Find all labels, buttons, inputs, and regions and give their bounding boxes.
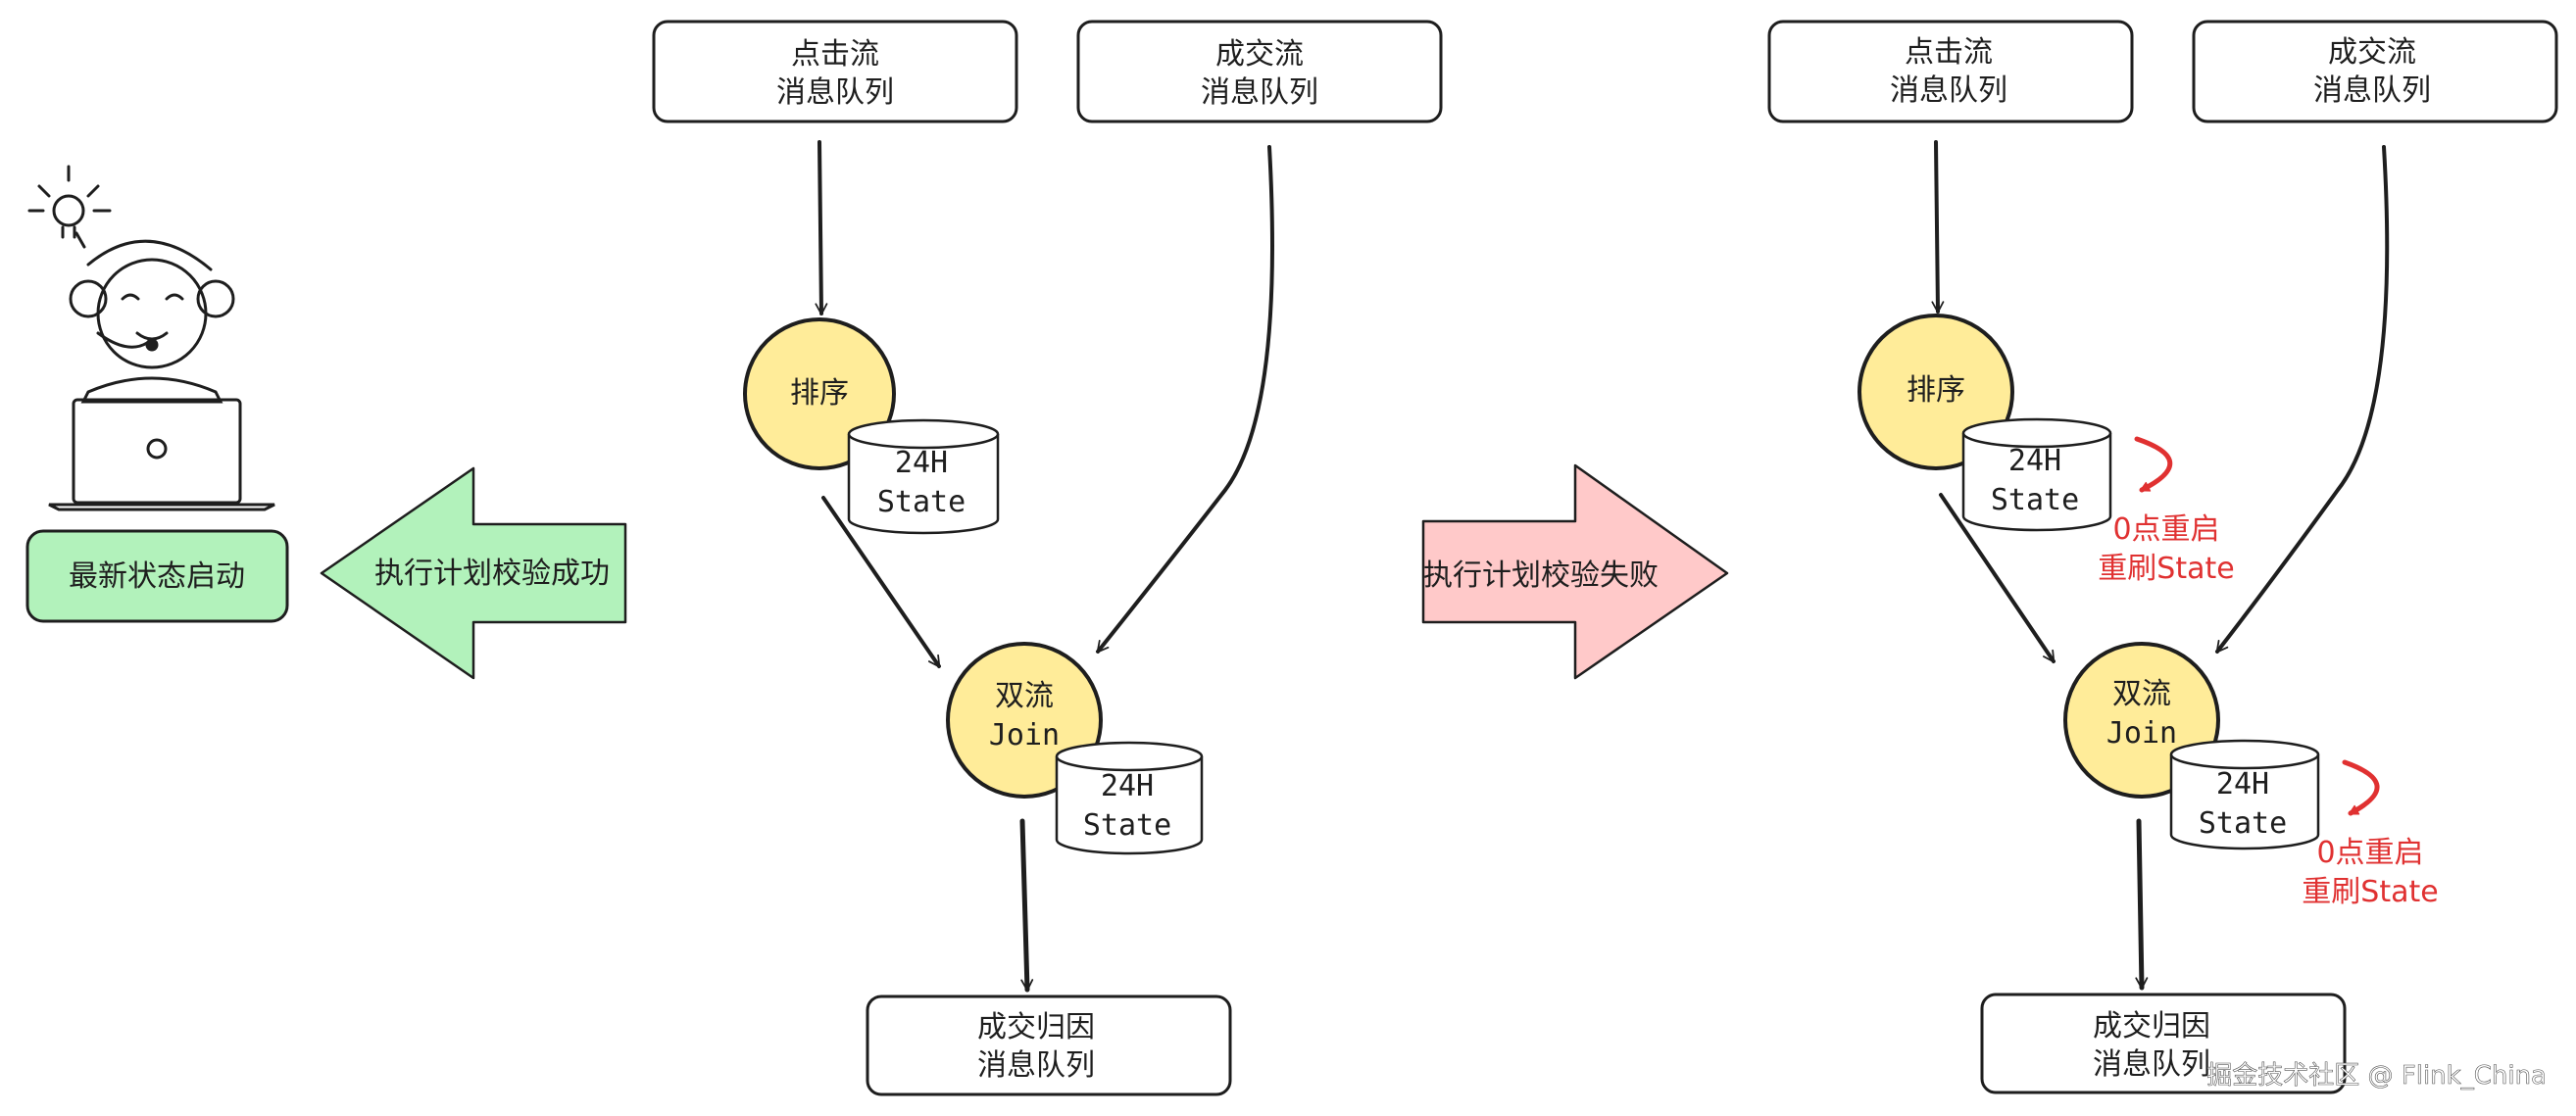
watermark: 掘金技术社区 @ Flink_China bbox=[2206, 1061, 2547, 1091]
svg-text:State: State bbox=[877, 485, 966, 519]
svg-text:消息队列: 消息队列 bbox=[776, 75, 894, 110]
redo-arrow-icon bbox=[2134, 436, 2173, 493]
join-state-store-right: 24H State bbox=[2169, 739, 2320, 850]
svg-text:24H: 24H bbox=[2008, 444, 2061, 478]
svg-text:24H: 24H bbox=[895, 446, 948, 480]
pipeline-right: 点击流 消息队列 成交流 消息队列 排序 24H State 0点重启 重刷St… bbox=[1767, 20, 2558, 1094]
svg-text:排序: 排序 bbox=[1907, 373, 1965, 408]
svg-text:24H: 24H bbox=[2216, 767, 2269, 801]
svg-text:双流: 双流 bbox=[995, 679, 1054, 713]
svg-text:成交流: 成交流 bbox=[1215, 37, 1304, 72]
svg-text:点击流: 点击流 bbox=[791, 37, 879, 72]
success-arrow-label: 执行计划校验成功 bbox=[374, 557, 610, 591]
svg-text:消息队列: 消息队列 bbox=[2093, 1047, 2210, 1082]
sort-state-store: 24H State bbox=[847, 418, 1000, 535]
svg-text:0点重启: 0点重启 bbox=[2316, 836, 2423, 870]
svg-text:State: State bbox=[2199, 806, 2287, 841]
click-stream-box: 点击流 消息队列 bbox=[652, 20, 1018, 123]
headset-icon bbox=[69, 239, 235, 318]
redo-arrow-icon bbox=[2342, 759, 2380, 816]
svg-text:消息队列: 消息队列 bbox=[1890, 73, 2007, 108]
deal-stream-box-right: 成交流 消息队列 bbox=[2192, 20, 2558, 123]
arrow-sort-to-join bbox=[821, 496, 941, 668]
svg-text:重刷State: 重刷State bbox=[2302, 875, 2438, 909]
svg-text:消息队列: 消息队列 bbox=[1201, 75, 1318, 110]
output-box: 成交归因 消息队列 bbox=[866, 995, 1232, 1096]
svg-text:Join: Join bbox=[2106, 716, 2177, 751]
svg-text:State: State bbox=[1991, 483, 2079, 517]
svg-text:成交流: 成交流 bbox=[2328, 35, 2416, 70]
svg-text:重刷State: 重刷State bbox=[2098, 552, 2234, 586]
deal-stream-box: 成交流 消息队列 bbox=[1076, 20, 1443, 123]
face bbox=[96, 258, 208, 369]
svg-text:点击流: 点击流 bbox=[1905, 35, 1993, 70]
status-label: 最新状态启动 bbox=[69, 559, 245, 594]
restart-note-sort: 0点重启 重刷State bbox=[2098, 436, 2235, 586]
arrow-click-to-sort bbox=[815, 140, 828, 315]
sort-state-store-right: 24H State bbox=[1961, 417, 2112, 532]
join-state-store: 24H State bbox=[1055, 741, 1204, 855]
person-illustration bbox=[27, 165, 275, 511]
laptop-icon bbox=[48, 398, 275, 511]
svg-text:Join: Join bbox=[989, 718, 1060, 752]
arrow-join-to-output-right bbox=[2135, 818, 2149, 991]
status-box: 最新状态启动 bbox=[25, 529, 289, 623]
arrow-sort-to-join-right bbox=[1939, 493, 2056, 663]
svg-text:State: State bbox=[1083, 808, 1171, 843]
lightbulb-icon bbox=[27, 165, 112, 249]
arrow-deal-to-join bbox=[1096, 145, 1274, 654]
arrow-click-to-sort-right bbox=[1931, 140, 1945, 314]
failure-arrow: 执行计划校验失败 bbox=[1421, 463, 1729, 680]
arrow-join-to-output bbox=[1019, 818, 1034, 993]
output-box-right: 成交归因 消息队列 bbox=[1980, 993, 2347, 1094]
failure-arrow-label: 执行计划校验失败 bbox=[1423, 558, 1659, 593]
svg-text:成交归因: 成交归因 bbox=[977, 1010, 1095, 1044]
svg-text:消息队列: 消息队列 bbox=[977, 1048, 1095, 1083]
svg-text:消息队列: 消息队列 bbox=[2313, 73, 2431, 108]
svg-text:24H: 24H bbox=[1101, 769, 1154, 803]
svg-text:0点重启: 0点重启 bbox=[2112, 512, 2219, 547]
svg-text:双流: 双流 bbox=[2112, 677, 2171, 711]
svg-text:排序: 排序 bbox=[790, 376, 849, 411]
pipeline-left: 点击流 消息队列 成交流 消息队列 排序 24H State 双流 bbox=[652, 20, 1443, 1096]
arrow-deal-to-join-right bbox=[2215, 145, 2390, 654]
svg-text:成交归因: 成交归因 bbox=[2093, 1009, 2210, 1043]
restart-note-join: 0点重启 重刷State bbox=[2302, 759, 2439, 909]
success-arrow: 执行计划校验成功 bbox=[320, 466, 627, 680]
click-stream-box-right: 点击流 消息队列 bbox=[1767, 20, 2134, 123]
